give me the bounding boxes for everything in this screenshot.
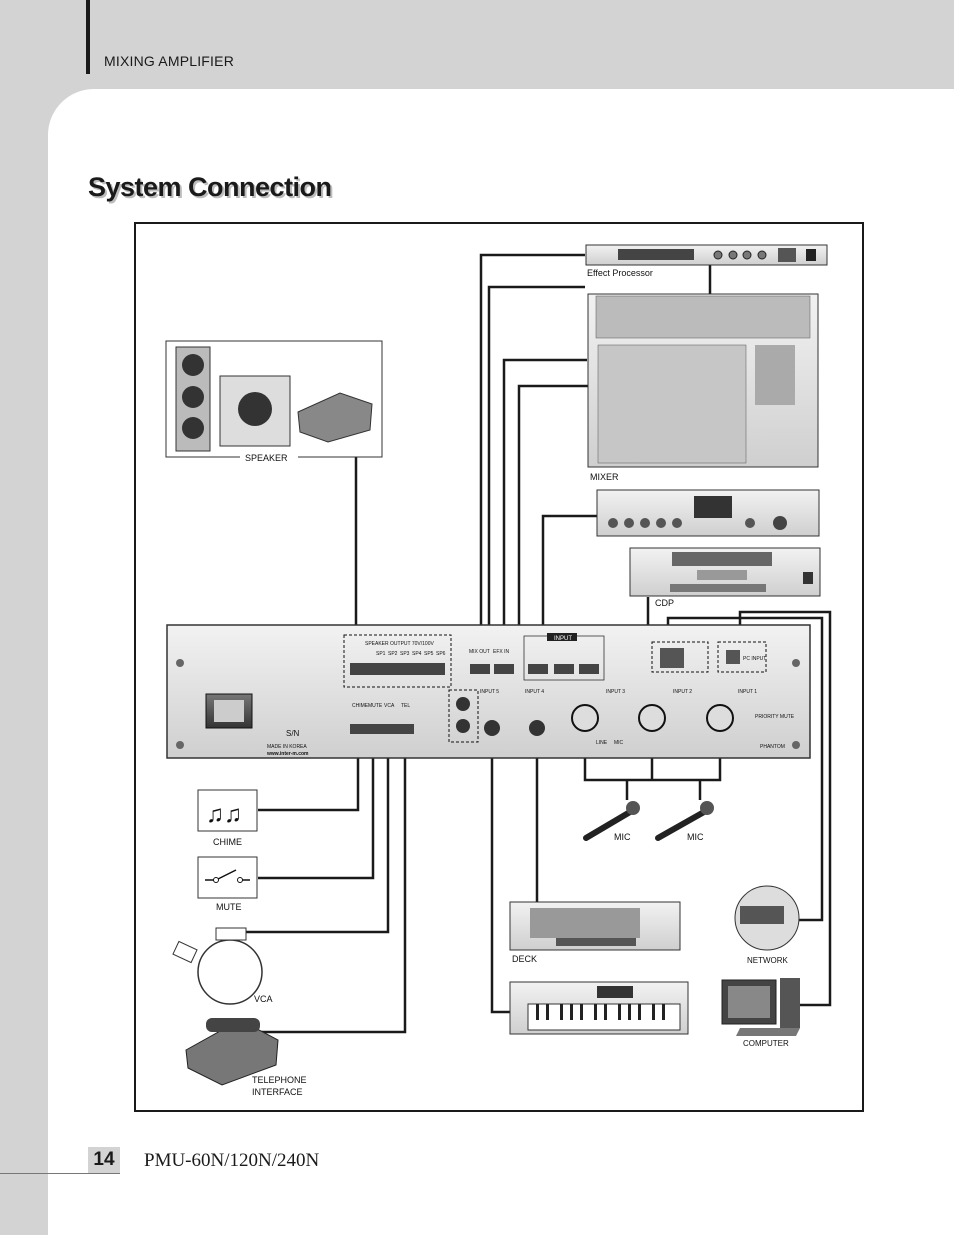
vca-label: VCA [254,994,273,1004]
line-label: LINE [596,740,608,746]
speaker-group: SPEAKER [165,340,383,463]
mic-switch-label: MIC [614,740,624,746]
mixer: MIXER [587,293,819,482]
header-bar [86,0,90,74]
sp-terminal: SP5 [424,651,434,657]
input4-label: INPUT 4 [525,689,544,695]
mute-label: MUTE [216,902,242,912]
computer-device: COMPUTER [721,978,800,1048]
mute-terminal-label: MUTE [368,703,383,709]
amplifier-rear-panel: S/N MADE IN KOREA www.inter-m.com SPEAKE… [166,624,811,759]
page-title: System Connection [88,172,332,202]
mute-device: MUTE [197,856,258,912]
header-section-title: MIXING AMPLIFIER [104,53,234,69]
efx-in-label: EFX IN [493,649,510,655]
keyboard-device [509,981,689,1035]
mix-out-label: MIX OUT [469,649,490,655]
telephone-label-line2: INTERFACE [252,1087,303,1097]
model-name: PMU-60N/120N/240N [144,1150,320,1171]
telephone-device: TELEPHONE INTERFACE [185,1018,307,1097]
telephone-label-line1: TELEPHONE [252,1075,307,1085]
mic2-label: MIC [687,832,704,842]
made-in-korea-label: MADE IN KOREA [267,744,307,750]
priority-mute-label: PRIORITY MUTE [755,714,795,720]
cdp-player: CDP [629,547,821,608]
tuner-unit [596,489,820,537]
microphones: MIC MIC [583,801,714,842]
phantom-label: PHANTOM [760,744,785,750]
mixer-label: MIXER [590,472,619,482]
footer-rule [0,1173,120,1174]
cdp-label: CDP [655,598,674,608]
svg-text:♫♫: ♫♫ [206,801,242,828]
computer-label: COMPUTER [743,1039,789,1048]
chime-device: ♫♫ CHIME [197,789,258,847]
vca-device: VCA [172,927,273,1005]
network-device: NETWORK [734,885,800,965]
pc-input-label: PC INPUT [743,656,766,662]
network-label: NETWORK [747,956,789,965]
vca-terminal-label: VCA [384,703,395,709]
sp-terminal: SP4 [412,651,422,657]
input2-label: INPUT 2 [673,689,692,695]
mic1-label: MIC [614,832,631,842]
sp-terminal: SP3 [400,651,410,657]
input1-label: INPUT 1 [738,689,757,695]
sp-terminal: SP1 [376,651,386,657]
input5-label: INPUT 5 [480,689,499,695]
tel-terminal-label: TEL [401,703,410,709]
chime-terminal-label: CHIME [352,703,369,709]
speaker-label: SPEAKER [245,453,288,463]
input-group-label: INPUT [554,636,572,642]
page-number: 14 [88,1147,120,1173]
serial-number-label: S/N [286,729,300,738]
deck-label: DECK [512,954,537,964]
speaker-output-label: SPEAKER OUTPUT 70V/100V [365,641,434,647]
sp-terminal: SP2 [388,651,398,657]
chime-label: CHIME [213,837,242,847]
sp-terminal: SP6 [436,651,446,657]
input3-label: INPUT 3 [606,689,625,695]
deck-device: DECK [509,901,681,964]
effect-processor-label: Effect Processor [587,268,653,278]
website-label: www.inter-m.com [266,751,309,757]
effect-processor: Effect Processor [585,244,828,278]
